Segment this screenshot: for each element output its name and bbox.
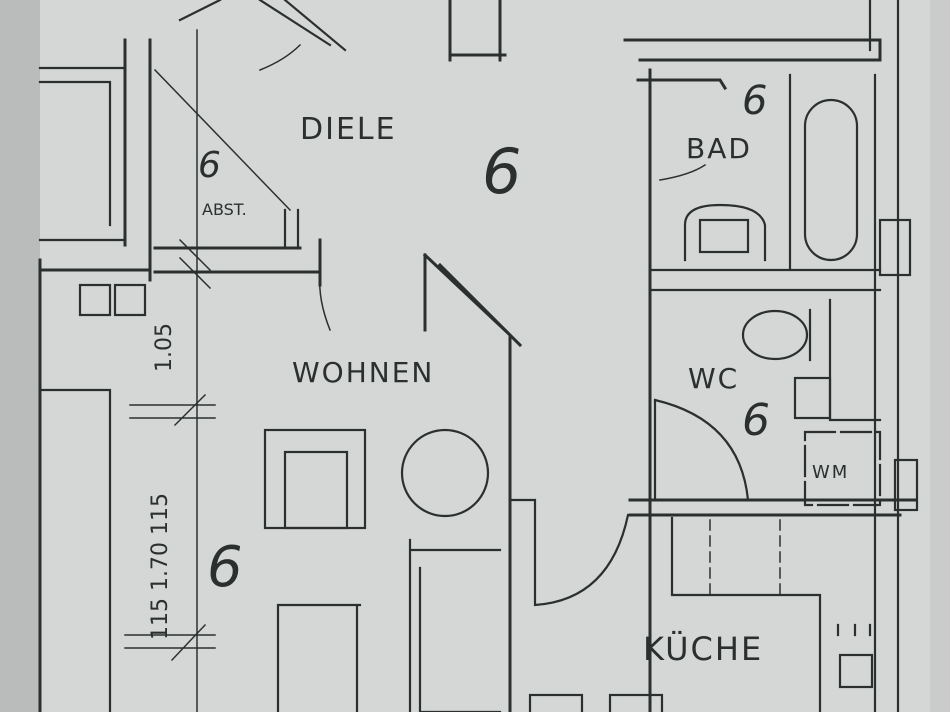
furniture-block <box>276 603 362 712</box>
dimension-upper: 1.05 <box>152 323 177 372</box>
fireplace-inner <box>283 450 349 530</box>
room-code-wohnen: 6 <box>207 535 243 600</box>
bad-toilet <box>683 203 767 262</box>
room-label-wc: WC <box>688 362 740 395</box>
dimension-chain: 115 1.70 115 <box>148 493 173 640</box>
round-table <box>400 428 490 518</box>
room-label-bad: BAD <box>686 132 752 165</box>
top-door <box>178 0 347 52</box>
room-code-wc: 6 <box>742 395 770 446</box>
wc-toilet <box>741 309 809 361</box>
kitchen-door <box>508 498 630 607</box>
room-label-wohnen: WOHNEN <box>292 356 435 389</box>
room-label-kueche: KÜCHE <box>643 630 764 668</box>
room-label-diele: DIELE <box>300 112 397 147</box>
right-rooms-walls <box>508 0 919 712</box>
abst-room-walls <box>153 29 331 712</box>
room-code-diele: 6 <box>482 135 522 208</box>
left-wall <box>38 38 152 712</box>
dimension-ticks <box>124 393 216 662</box>
top-wall <box>448 0 507 62</box>
washing-machine-label: WM <box>812 462 850 483</box>
room-code-abst: 6 <box>198 145 221 186</box>
door-arc <box>259 43 302 71</box>
washing-machine-box <box>803 430 882 507</box>
cabinet <box>408 538 502 712</box>
wc-door <box>653 398 750 502</box>
room-label-abst: ABST. <box>202 200 247 219</box>
bathtub <box>803 98 859 262</box>
room-code-bad: 6 <box>742 78 768 124</box>
wohnen-partition <box>422 252 523 712</box>
